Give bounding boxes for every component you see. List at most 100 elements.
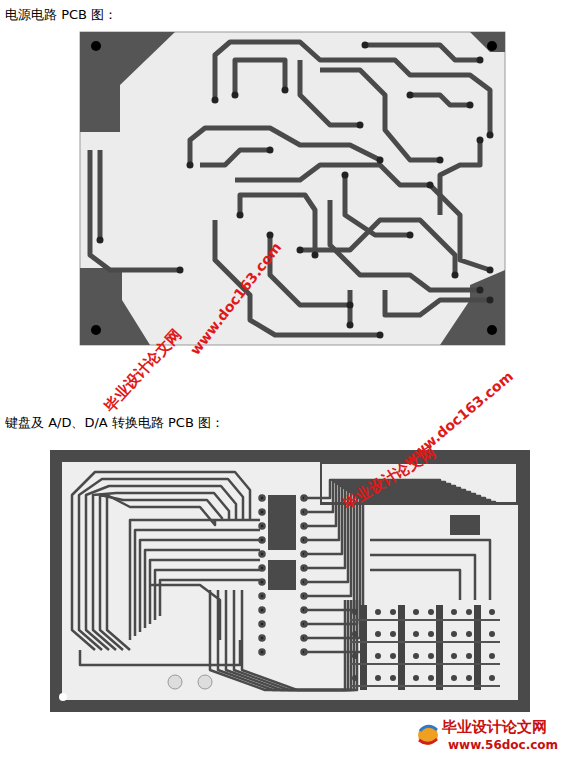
key-row-trace (350, 663, 500, 665)
key-pad (413, 609, 419, 615)
trace (107, 495, 215, 650)
key-pad (390, 675, 396, 681)
trace (242, 590, 357, 690)
solder-pad (487, 132, 494, 139)
key-pad (390, 609, 396, 615)
solder-pad (477, 137, 484, 144)
logo-text: 毕业设计论文网 (442, 718, 547, 737)
key-row-trace (350, 663, 500, 665)
key-pad (451, 675, 457, 681)
solder-pad (187, 162, 194, 169)
trace (304, 498, 485, 624)
solder-pad (357, 122, 364, 129)
solder-pad (467, 102, 474, 109)
ic-pin (260, 552, 265, 557)
trace (100, 495, 222, 650)
trace (304, 500, 490, 638)
key-pad (466, 675, 472, 681)
solder-pad (342, 172, 349, 179)
ic-pin (260, 580, 265, 585)
trace (130, 520, 260, 640)
solder-pads (97, 42, 494, 339)
key-pad (352, 631, 358, 637)
solder-pad (297, 247, 304, 254)
site-logo (418, 725, 438, 745)
solder-pad (212, 97, 219, 104)
trace (86, 486, 236, 650)
key-row-trace (350, 641, 500, 643)
solder-pad (232, 92, 239, 99)
key-pad (390, 653, 396, 659)
key-column-bar (436, 605, 443, 690)
key-row-trace (350, 619, 500, 621)
key-pad (428, 631, 434, 637)
key-pad (375, 609, 381, 615)
solder-pad (237, 212, 244, 219)
trace (370, 570, 460, 600)
key-pad (375, 653, 381, 659)
key-row-trace (350, 619, 500, 621)
trace (234, 590, 354, 690)
key-pad (352, 609, 358, 615)
trace (155, 570, 260, 620)
key-pad (375, 675, 381, 681)
solder-pad (407, 92, 414, 99)
ic-pin (260, 510, 265, 515)
key-pad (428, 609, 434, 615)
key-row-trace (350, 619, 500, 621)
section-heading: 电源电路 PCB 图： (5, 6, 117, 24)
solder-pad (487, 267, 494, 274)
solder-pad (487, 297, 494, 304)
solder-pad (407, 232, 414, 239)
solder-pad (437, 157, 444, 164)
key-column-bar (360, 605, 367, 690)
ic-pin (260, 524, 265, 529)
trace (370, 555, 475, 600)
solder-pad (477, 57, 484, 64)
solder-pad (312, 252, 319, 259)
solder-pad (267, 232, 274, 239)
trace (150, 560, 260, 624)
solder-pad (177, 267, 184, 274)
solder-pad (267, 147, 274, 154)
key-pad (413, 675, 419, 681)
key-pad (489, 653, 495, 659)
key-pad (413, 653, 419, 659)
key-row-trace (350, 641, 500, 643)
key-pad (428, 675, 434, 681)
solder-pad (452, 272, 459, 279)
trace (304, 496, 480, 610)
key-column-bar (474, 605, 481, 690)
solder-pad (282, 87, 289, 94)
ic-pin (260, 538, 265, 543)
key-pad (466, 609, 472, 615)
key-row-trace (350, 663, 500, 665)
key-column-bar (398, 605, 405, 690)
key-row-trace (350, 685, 500, 687)
solder-pad (362, 42, 369, 49)
key-row-trace (350, 641, 500, 643)
solder-pad (347, 322, 354, 329)
key-row-trace (350, 663, 500, 665)
key-pad (466, 653, 472, 659)
key-row-trace (350, 685, 500, 687)
key-pad (390, 631, 396, 637)
key-pad (451, 609, 457, 615)
solder-pad (427, 182, 434, 189)
trace (304, 492, 470, 582)
ic-pin (260, 566, 265, 571)
trace (304, 494, 475, 596)
key-pad (352, 675, 358, 681)
solder-pad (377, 332, 384, 339)
key-pad (352, 653, 358, 659)
key-row-trace (350, 685, 500, 687)
key-pad (375, 631, 381, 637)
key-pad (466, 631, 472, 637)
keyboard-adda-pcb (50, 450, 530, 712)
key-pad (489, 675, 495, 681)
solder-pad (377, 157, 384, 164)
key-pad (428, 653, 434, 659)
trace (370, 540, 490, 600)
key-pad (489, 631, 495, 637)
